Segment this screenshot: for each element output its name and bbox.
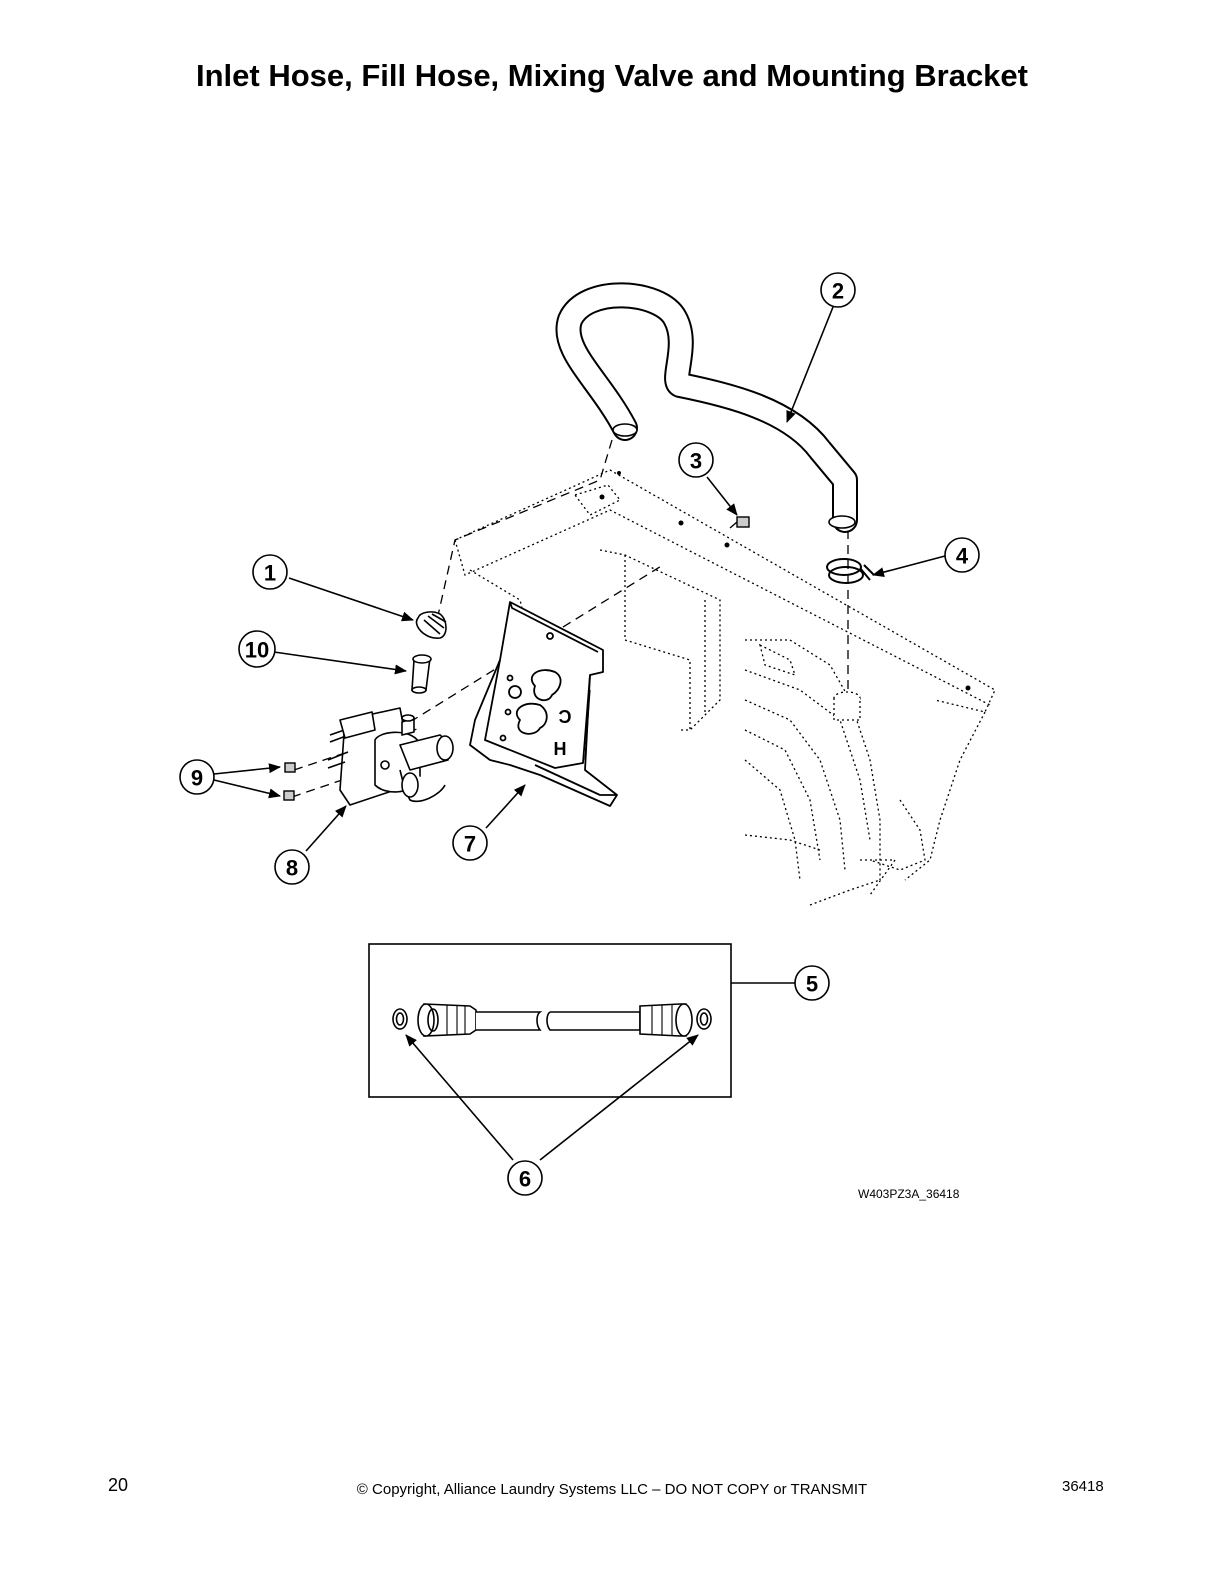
tub-inlet-nozzle [833, 691, 861, 721]
callout-4-label: 4 [956, 544, 969, 569]
callout-7-label: 7 [464, 832, 476, 857]
callout-2: 2 [820, 272, 856, 308]
callout-8-label: 8 [286, 856, 298, 881]
callout-10: 10 [238, 630, 276, 668]
callout-8: 8 [274, 849, 310, 885]
leader-lines [213, 306, 946, 1161]
bracket-letter-h: H [554, 738, 567, 758]
callout-6-label: 6 [519, 1167, 531, 1192]
fill-hose-illustration [555, 282, 858, 533]
screw-illustration [729, 516, 750, 529]
document-number: 36418 [1062, 1478, 1104, 1495]
page-number: 20 [108, 1475, 129, 1495]
figure-id: W403PZ3A_36418 [858, 1187, 960, 1201]
inlet-hose-illustration [392, 1003, 712, 1037]
callout-10-label: 10 [245, 638, 269, 663]
callout-6: 6 [507, 1160, 543, 1196]
callout-3-label: 3 [690, 449, 702, 474]
copyright-notice: © Copyright, Alliance Laundry Systems LL… [356, 1481, 868, 1498]
flow-insert-illustration [411, 654, 432, 694]
callout-9: 9 [179, 759, 215, 795]
callout-9-label: 9 [191, 766, 203, 791]
callout-2-label: 2 [832, 279, 844, 304]
mixing-valve-illustration [327, 707, 454, 806]
callout-1-label: 1 [264, 561, 276, 586]
callout-5: 5 [794, 965, 830, 1001]
callout-1: 1 [252, 554, 288, 590]
callout-5-label: 5 [806, 972, 818, 997]
callouts: 1 2 3 4 5 6 7 8 9 10 [179, 272, 980, 1196]
small-clamp-illustration [415, 611, 447, 639]
bracket-letter-c: C [559, 706, 572, 726]
callout-7: 7 [452, 825, 488, 861]
cabinet-holes [599, 471, 971, 691]
bracket-letters: C H [554, 706, 572, 758]
page-title: Inlet Hose, Fill Hose, Mixing Valve and … [196, 58, 1028, 93]
callout-3: 3 [678, 442, 714, 478]
hose-clamp-illustration [826, 558, 875, 584]
callout-4: 4 [944, 537, 980, 573]
valve-screws-illustration [283, 762, 296, 801]
mounting-bracket-illustration [469, 601, 618, 807]
